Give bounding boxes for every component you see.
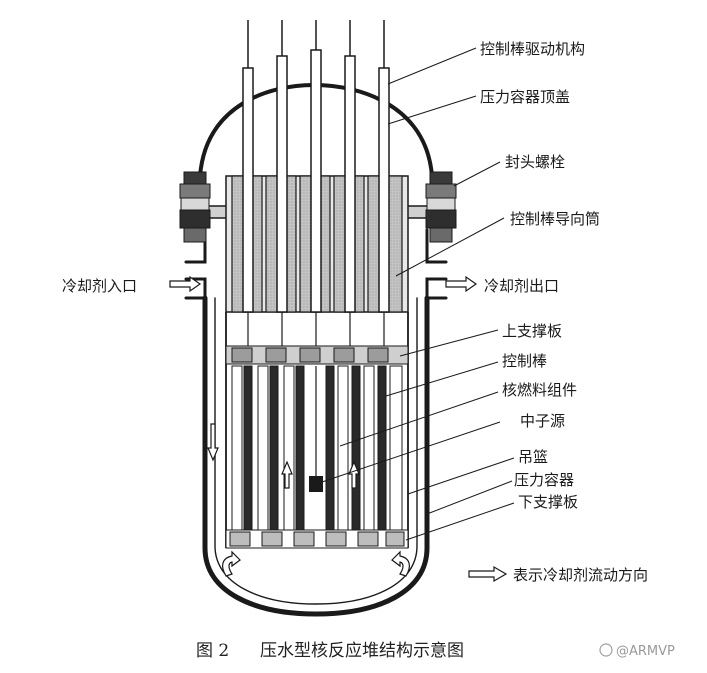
watermark-text: @ARMVP (616, 644, 675, 659)
fuel-assemblies (232, 366, 402, 530)
label-control-rod: 控制棒 (502, 352, 547, 370)
label-pressure-vessel: 压力容器 (514, 471, 574, 489)
label-crdm: 控制棒驱动机构 (480, 40, 585, 58)
label-coolant-inlet: 冷却剂入口 (62, 277, 137, 295)
lower-support-plate (226, 530, 408, 548)
watermark: @ARMVP (600, 644, 675, 659)
label-lower-support-plate: 下支撑板 (518, 493, 578, 511)
label-neutron-source: 中子源 (520, 412, 565, 430)
label-basket: 吊篮 (518, 448, 548, 466)
label-head-bolts: 封头螺栓 (505, 153, 565, 171)
label-upper-support-plate: 上支撑板 (502, 322, 562, 340)
upper-support-plate (226, 346, 408, 364)
figure-number: 图 2 (196, 641, 229, 661)
neutron-source (309, 366, 323, 492)
label-coolant-outlet: 冷却剂出口 (484, 277, 559, 295)
figure-title: 压水型核反应堆结构示意图 (260, 641, 464, 661)
label-fuel-assembly: 核燃料组件 (502, 381, 577, 399)
label-guide-tube: 控制棒导向筒 (510, 210, 600, 228)
label-flow-legend: 表示冷却剂流动方向 (513, 566, 648, 584)
label-vessel-head: 压力容器顶盖 (480, 88, 570, 106)
